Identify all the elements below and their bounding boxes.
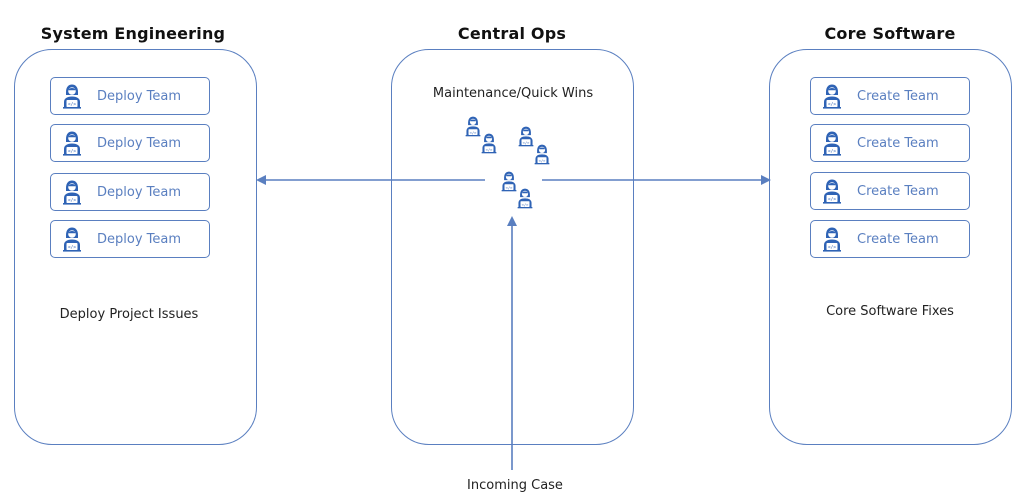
central-ops-title: Central Ops: [457, 24, 567, 43]
deploy-team-label: Deploy Team: [97, 231, 182, 247]
deploy-team-label: Deploy Team: [97, 135, 182, 151]
create-team-label: Create Team: [857, 183, 939, 199]
deploy-project-issues-caption: Deploy Project Issues: [59, 307, 199, 322]
developer-person-icon: [821, 178, 843, 204]
developer-person-icon: [516, 187, 534, 209]
create-team-label: Create Team: [857, 88, 939, 104]
developer-person-icon: [61, 226, 83, 252]
maintenance-quick-wins-caption: Maintenance/Quick Wins: [432, 86, 594, 101]
developer-person-icon: [61, 130, 83, 156]
core-software-title: Core Software: [824, 24, 956, 43]
create-team-label: Create Team: [857, 231, 939, 247]
deploy-team-box: Deploy Team: [50, 77, 210, 115]
incoming-case-label: Incoming Case: [467, 478, 563, 493]
create-team-box: Create Team: [810, 124, 970, 162]
deploy-team-box: Deploy Team: [50, 220, 210, 258]
create-team-box: Create Team: [810, 172, 970, 210]
create-team-label: Create Team: [857, 135, 939, 151]
deploy-team-label: Deploy Team: [97, 184, 182, 200]
system-engineering-title: System Engineering: [40, 24, 226, 43]
developer-person-icon: [61, 83, 83, 109]
developer-person-icon: [533, 143, 551, 165]
deploy-team-box: Deploy Team: [50, 173, 210, 211]
developer-person-icon: [61, 179, 83, 205]
core-software-fixes-caption: Core Software Fixes: [826, 304, 954, 319]
create-team-box: Create Team: [810, 77, 970, 115]
central-ops-panel: [391, 49, 634, 445]
developer-person-icon: [480, 132, 498, 154]
developer-person-icon: [821, 83, 843, 109]
developer-person-icon: [821, 130, 843, 156]
deploy-team-box: Deploy Team: [50, 124, 210, 162]
developer-person-icon: [821, 226, 843, 252]
deploy-team-label: Deploy Team: [97, 88, 182, 104]
create-team-box: Create Team: [810, 220, 970, 258]
